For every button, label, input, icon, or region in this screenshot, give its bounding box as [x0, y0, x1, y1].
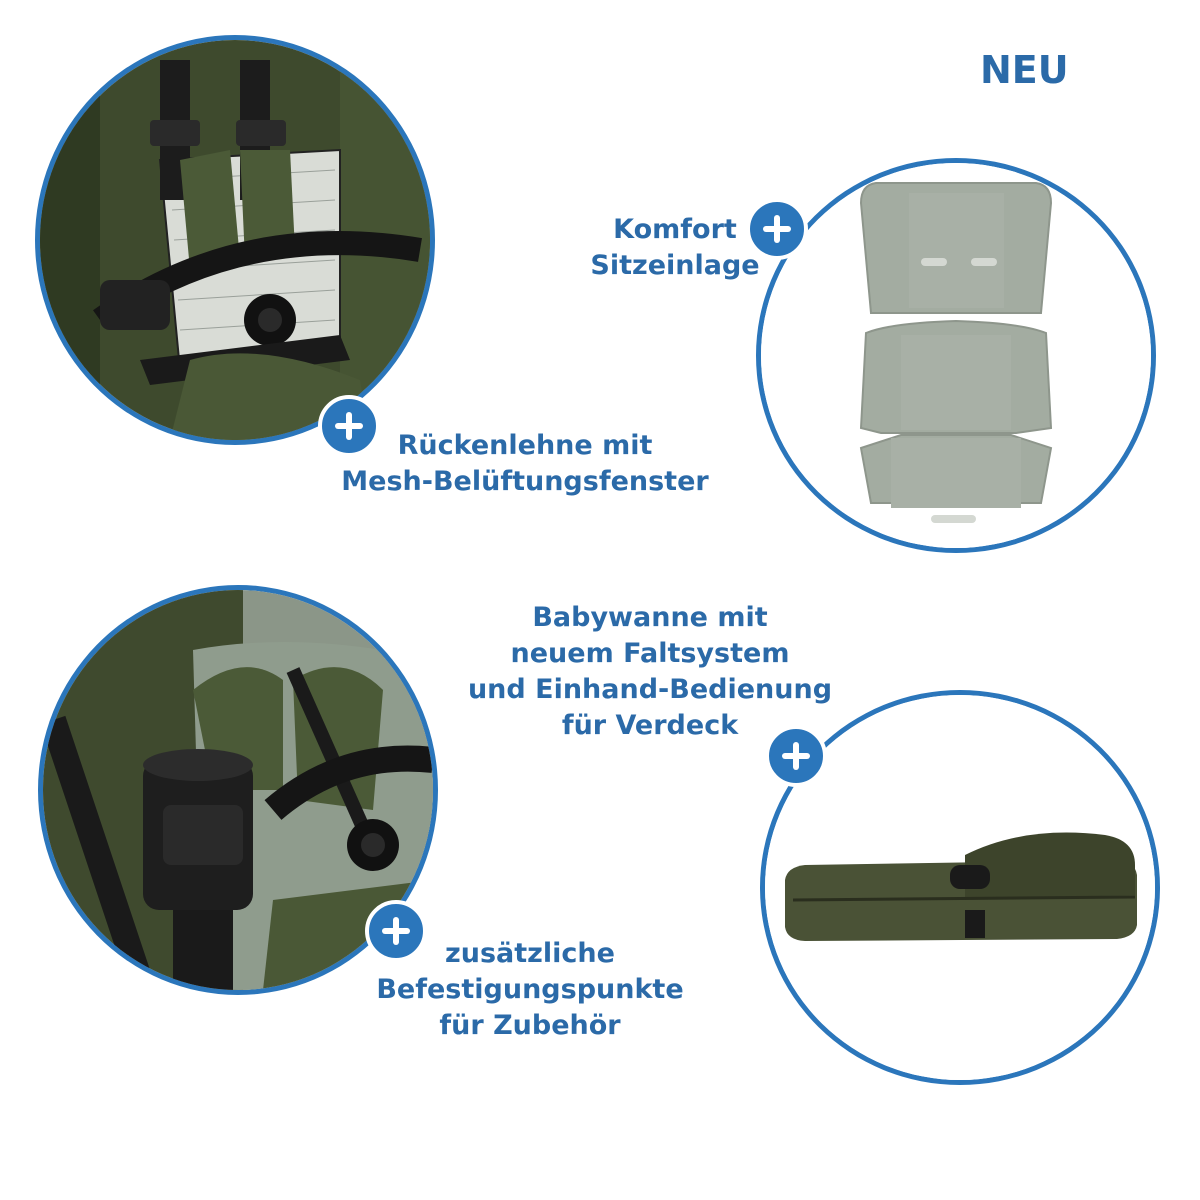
new-badge: NEU: [980, 48, 1069, 92]
carrycot-illustration: [765, 695, 1155, 1080]
backrest-illustration: [40, 40, 430, 440]
backrest-photo: [35, 35, 435, 445]
plus-icon: [765, 725, 827, 787]
plus-icon: [746, 198, 808, 260]
seat-insert-illustration: [761, 163, 1151, 548]
carrycot-label: Babywanne mit neuem Faltsystem und Einha…: [467, 602, 833, 741]
seat-insert-photo: [756, 158, 1156, 553]
comfort-label: Komfort Sitzeinlage: [590, 214, 760, 281]
plus-icon: [318, 395, 380, 457]
attachments-label: zusätzliche Befestigungspunkte für Zubeh…: [376, 938, 684, 1041]
plus-icon: [365, 900, 427, 962]
backrest-label: Rückenlehne mit Mesh-Belüftungsfenster: [341, 430, 709, 497]
